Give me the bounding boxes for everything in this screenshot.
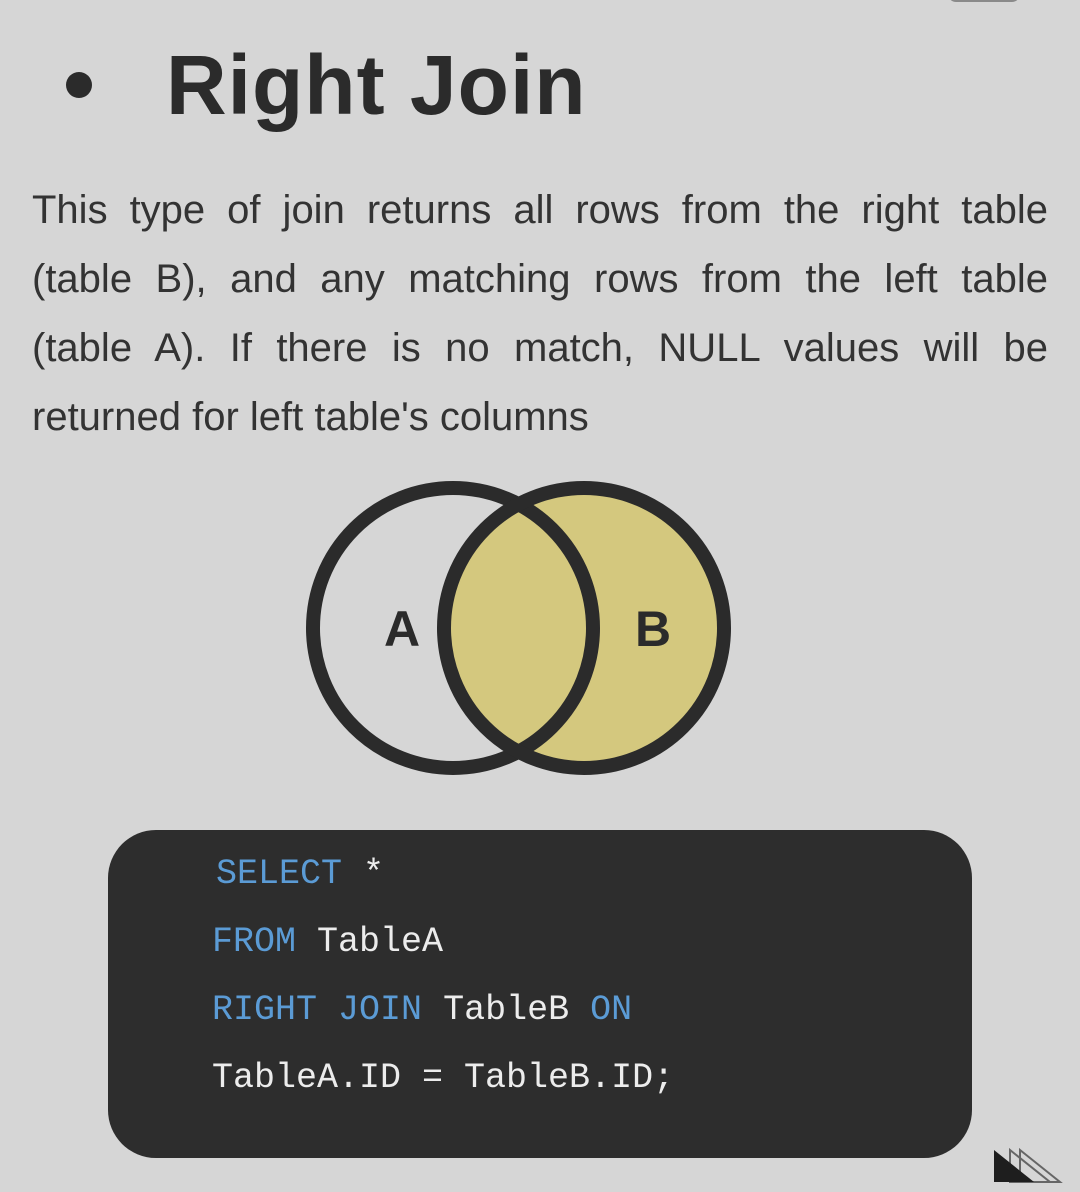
- code-line-2: FROM TableA: [212, 922, 443, 962]
- code-line-3: RIGHT JOIN TableB ON: [212, 990, 632, 1030]
- code-text: TableB: [422, 990, 591, 1030]
- page-title: Right Join: [166, 37, 587, 132]
- circle-a-outline: [306, 481, 600, 775]
- code-text: TableA.ID = TableB.ID;: [212, 1058, 675, 1098]
- intersection-fill: [444, 488, 593, 768]
- code-keyword-join: JOIN: [338, 990, 423, 1030]
- code-text: [317, 990, 338, 1030]
- code-text: TableA: [296, 922, 444, 962]
- description-text: This type of join returns all rows from …: [32, 188, 1048, 439]
- code-keyword-right: RIGHT: [212, 990, 318, 1030]
- slide-heading: Right Join: [60, 30, 587, 140]
- code-keyword-on: ON: [590, 990, 633, 1030]
- code-keyword-from: FROM: [212, 922, 297, 962]
- venn-label-b: B: [635, 601, 671, 657]
- venn-diagram: A B: [306, 481, 731, 775]
- code-text: *: [342, 854, 385, 894]
- venn-label-a: A: [384, 601, 420, 657]
- code-line-1: SELECT *: [216, 854, 384, 894]
- code-block: SELECT * FROM TableA RIGHT JOIN TableB O…: [108, 830, 972, 1158]
- bullet-icon: [66, 72, 92, 98]
- code-line-4: TableA.ID = TableB.ID;: [212, 1058, 674, 1098]
- code-keyword-select: SELECT: [216, 854, 343, 894]
- next-arrow-icon[interactable]: [990, 1142, 1070, 1192]
- top-handle: [948, 0, 1020, 2]
- circle-b-outline: [437, 481, 731, 775]
